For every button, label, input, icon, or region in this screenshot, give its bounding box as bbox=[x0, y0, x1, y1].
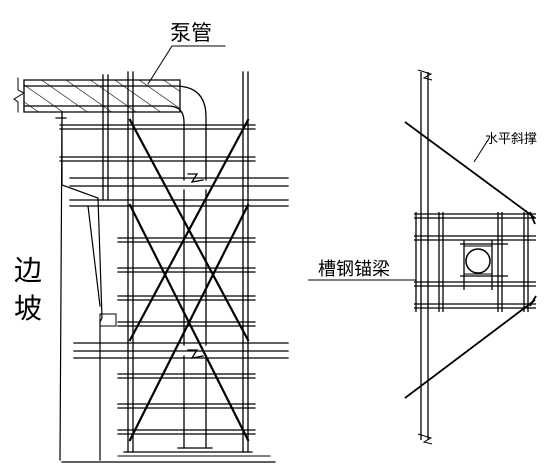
pump-pipe-leader bbox=[147, 45, 226, 85]
pump-pipe-plan bbox=[460, 240, 508, 290]
label-slope-char2: 坡 bbox=[14, 292, 42, 325]
label-channel-anchor-beam: 槽钢锚梁 bbox=[318, 259, 390, 280]
slope-profile bbox=[55, 111, 117, 461]
label-slope-char1: 边 bbox=[14, 254, 42, 287]
pump-pipe bbox=[23, 85, 213, 449]
anchor-beam-plan bbox=[308, 69, 537, 445]
brace-leader bbox=[473, 139, 489, 163]
wall-member bbox=[417, 69, 433, 445]
label-horizontal-brace: 水平斜撑 bbox=[485, 132, 537, 147]
vertical-poles bbox=[102, 71, 253, 453]
cross-bracing bbox=[128, 118, 250, 442]
horizontal-ledgers bbox=[59, 124, 256, 435]
pump-pipe-scaffold-elevation bbox=[13, 45, 289, 463]
horizontal-diagonal-braces bbox=[404, 121, 537, 399]
cap-slab bbox=[13, 77, 181, 113]
label-pump-pipe: 泵管 bbox=[170, 21, 212, 45]
long-transverse-bars bbox=[69, 177, 289, 359]
scaffold-grid-plan bbox=[414, 212, 536, 312]
